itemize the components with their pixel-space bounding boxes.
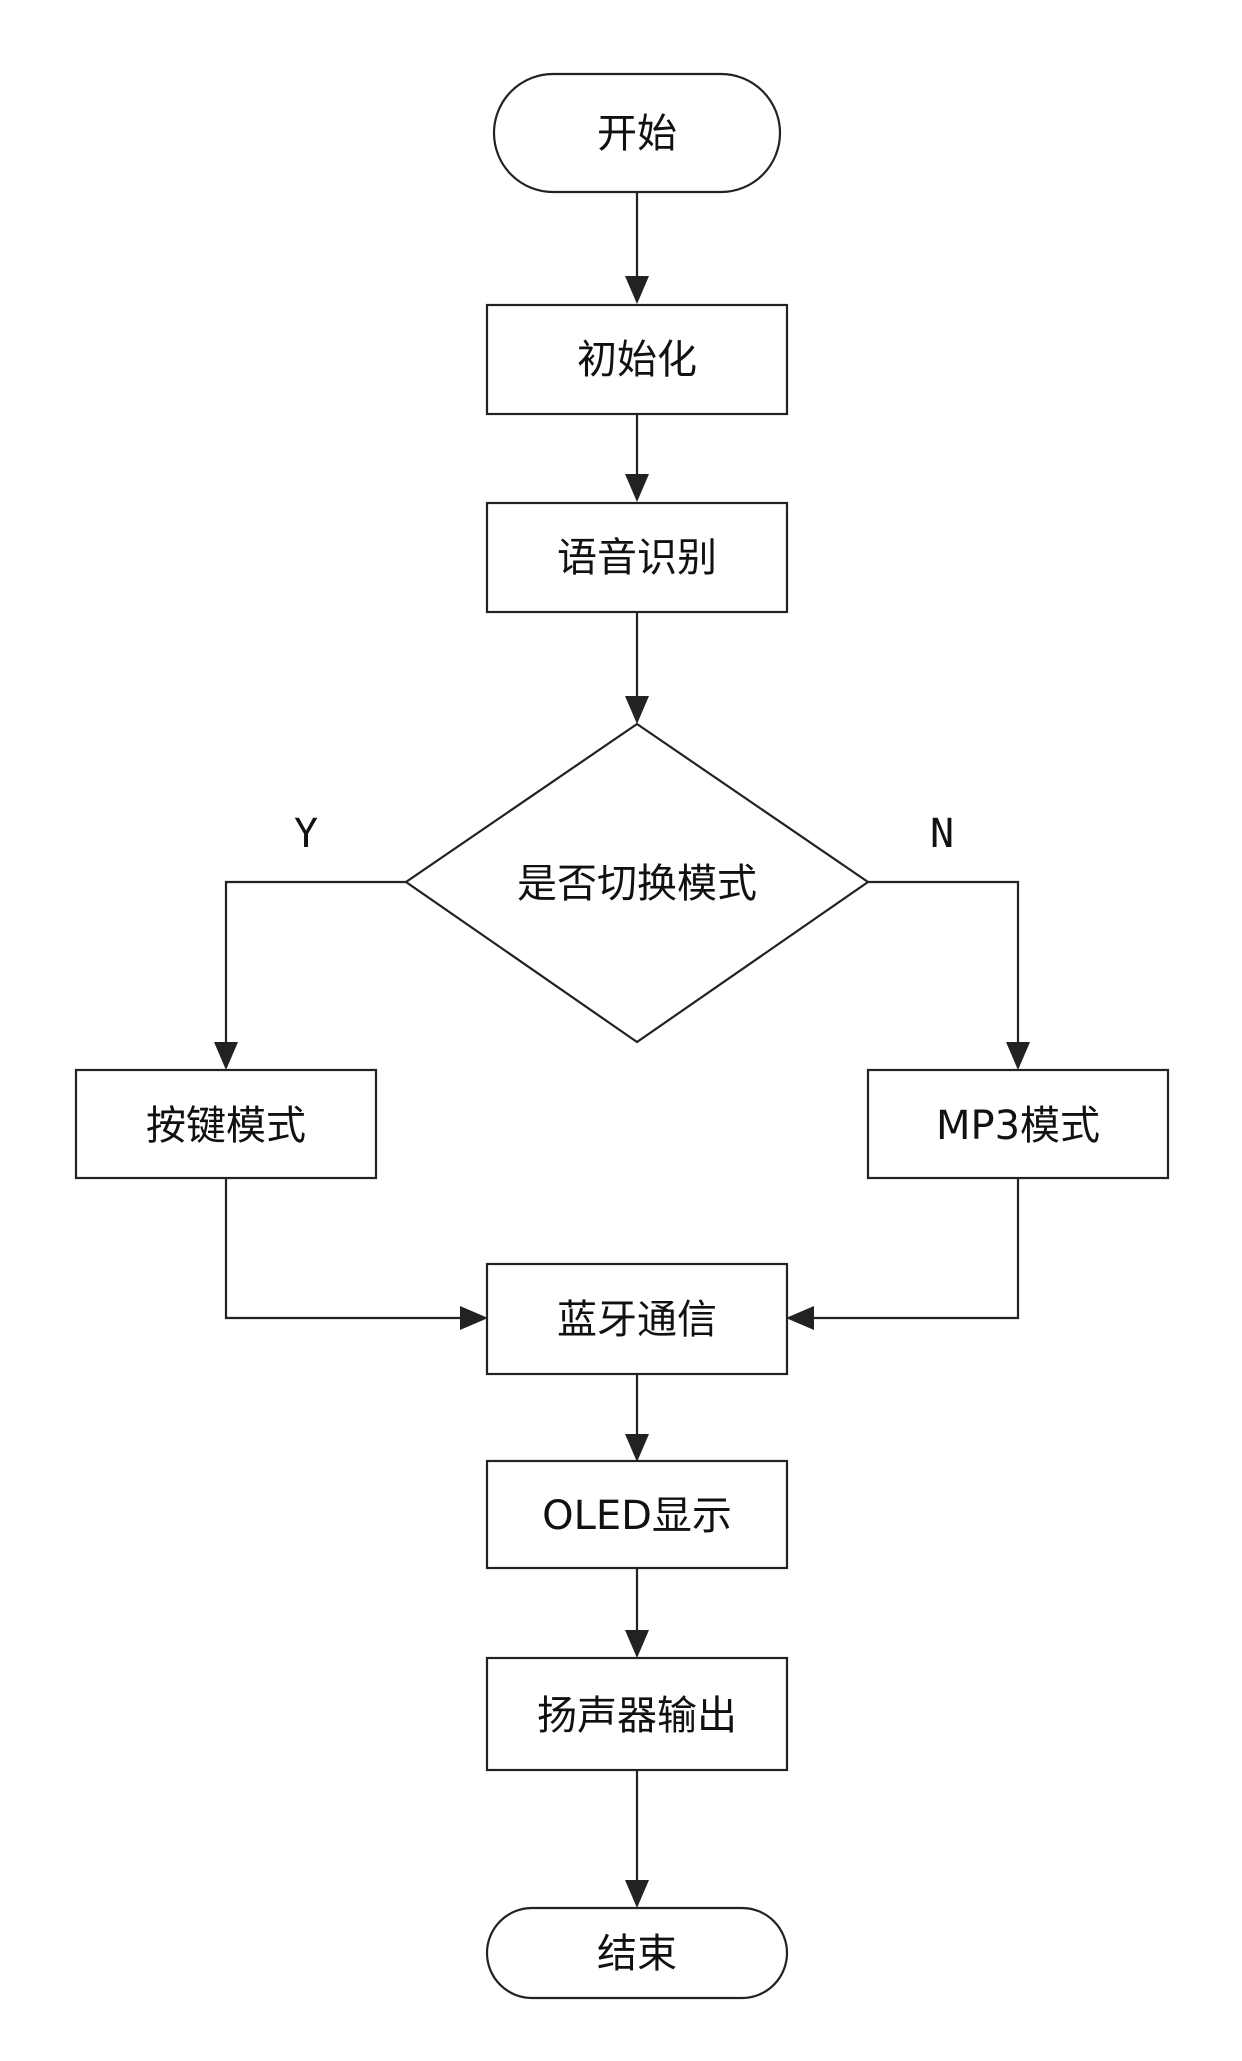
arrowhead-mp3-mode — [1006, 1042, 1030, 1070]
arrowhead-init — [625, 276, 649, 304]
branch-yes-label: Y — [294, 811, 318, 857]
node-voice-recognition: 语音识别 — [485, 501, 789, 614]
oled-process-shape — [485, 1459, 789, 1570]
decision-diamond-shape — [404, 722, 870, 1044]
voice-recognition-label: 语音识别 — [557, 535, 717, 581]
arrowhead-bluetooth-left — [460, 1306, 488, 1330]
node-end: 结束 — [485, 1906, 789, 2000]
key-mode-label: 按键模式 — [146, 1103, 306, 1149]
start-label: 开始 — [597, 111, 677, 157]
arrowhead-oled — [625, 1434, 649, 1462]
start-terminator-shape — [492, 72, 782, 194]
arrowhead-speaker — [625, 1630, 649, 1658]
node-decision: 是否切换模式 — [404, 722, 870, 1044]
init-process-shape — [485, 303, 789, 416]
mp3-mode-label: MP3模式 — [936, 1103, 1100, 1149]
decision-label: 是否切换模式 — [517, 861, 757, 907]
end-label: 结束 — [597, 1931, 677, 1977]
arrowhead-key-mode — [214, 1042, 238, 1070]
node-start: 开始 — [492, 72, 782, 194]
arrowhead-bluetooth-right — [786, 1306, 814, 1330]
init-label: 初始化 — [577, 337, 697, 383]
oled-label: OLED显示 — [542, 1493, 732, 1539]
bluetooth-process-shape — [485, 1262, 789, 1376]
bluetooth-label: 蓝牙通信 — [557, 1297, 717, 1343]
voice-recognition-process-shape — [485, 501, 789, 614]
speaker-label: 扬声器输出 — [537, 1693, 737, 1739]
speaker-process-shape — [485, 1656, 789, 1772]
key-mode-process-shape — [74, 1068, 378, 1180]
branch-no-label: N — [930, 811, 954, 857]
node-key-mode: 按键模式 — [74, 1068, 378, 1180]
node-init: 初始化 — [485, 303, 789, 416]
arrowhead-decision — [625, 696, 649, 724]
edge-mp3-mode-to-bluetooth — [804, 1178, 1020, 1320]
edge-decision-to-mp3-mode — [868, 880, 1020, 1052]
arrowhead-end — [625, 1880, 649, 1908]
mp3-mode-process-shape — [866, 1068, 1170, 1180]
node-bluetooth: 蓝牙通信 — [485, 1262, 789, 1376]
edge-key-mode-to-bluetooth — [224, 1178, 470, 1320]
node-mp3-mode: MP3模式 — [866, 1068, 1170, 1180]
node-oled: OLED显示 — [485, 1459, 789, 1570]
node-speaker: 扬声器输出 — [485, 1656, 789, 1772]
edges — [214, 192, 1030, 1908]
nodes: 开始 初始化 语音识别 是否切换模式 Y N 按键模式 MP3模式 — [74, 72, 1170, 2000]
edge-decision-to-key-mode — [224, 880, 406, 1052]
end-terminator-shape — [485, 1906, 789, 2000]
arrowhead-voice — [625, 474, 649, 502]
